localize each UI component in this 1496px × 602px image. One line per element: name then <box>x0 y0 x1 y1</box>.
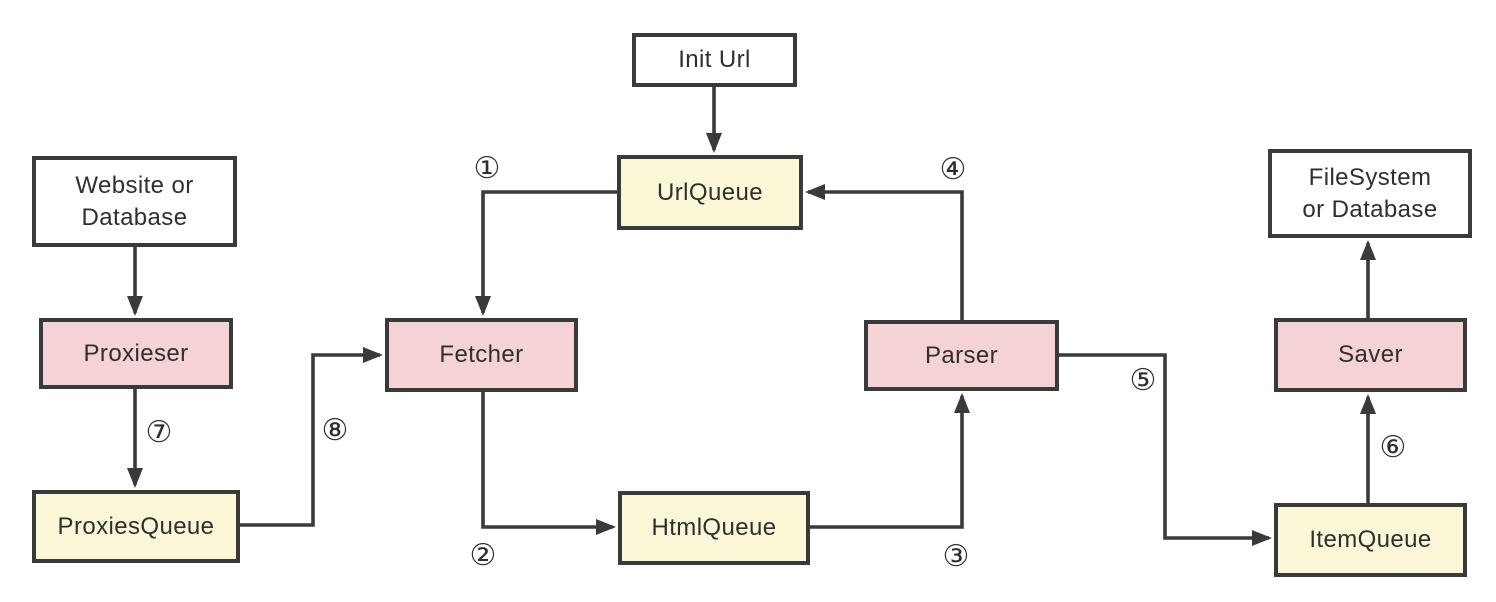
edge-number-label: ⑤ <box>1129 363 1157 398</box>
node-label: Init Url <box>678 46 751 74</box>
edge-parser-to-item-queue <box>1059 353 1272 546</box>
edge-html-queue-to-parser <box>810 393 970 529</box>
node-proxies-queue: ProxiesQueue <box>32 490 240 563</box>
edge-fetcher-to-html-queue <box>481 392 616 535</box>
node-label: FileSystem or Database <box>1302 163 1438 223</box>
node-label: ItemQueue <box>1309 526 1432 554</box>
node-html-queue: HtmlQueue <box>618 491 810 565</box>
node-label: Parser <box>924 341 999 369</box>
node-label: ProxiesQueue <box>57 512 215 540</box>
edge-number-label: ③ <box>942 539 970 574</box>
node-website-or-database: Website or Database <box>32 156 237 247</box>
node-proxieser: Proxieser <box>39 318 233 389</box>
edge-number-label: ⑦ <box>145 415 173 450</box>
node-fetcher: Fetcher <box>385 318 578 392</box>
node-label: Fetcher <box>439 341 524 369</box>
node-saver: Saver <box>1274 318 1467 392</box>
node-filesystem-or-database: FileSystem or Database <box>1268 149 1472 238</box>
edge-number-label: ⑧ <box>321 413 349 448</box>
edge-number-label: ① <box>473 151 501 186</box>
edge-proxies-queue-to-fetcher <box>240 347 383 527</box>
edge-group <box>127 87 1376 546</box>
node-parser: Parser <box>864 320 1059 391</box>
node-label: HtmlQueue <box>651 514 777 542</box>
node-url-queue: UrlQueue <box>617 155 803 230</box>
edge-number-label: ⑥ <box>1379 430 1407 465</box>
node-label: Website or Database <box>75 171 194 231</box>
node-label: Saver <box>1338 341 1403 369</box>
node-item-queue: ItemQueue <box>1274 503 1467 577</box>
edge-url-queue-to-fetcher <box>475 190 617 316</box>
edge-number-label: ② <box>469 538 497 573</box>
node-label: Proxieser <box>83 339 189 367</box>
edge-parser-to-url-queue <box>805 184 964 320</box>
node-init-url: Init Url <box>632 33 797 87</box>
node-label: UrlQueue <box>657 178 763 206</box>
edge-number-label: ④ <box>939 152 967 187</box>
